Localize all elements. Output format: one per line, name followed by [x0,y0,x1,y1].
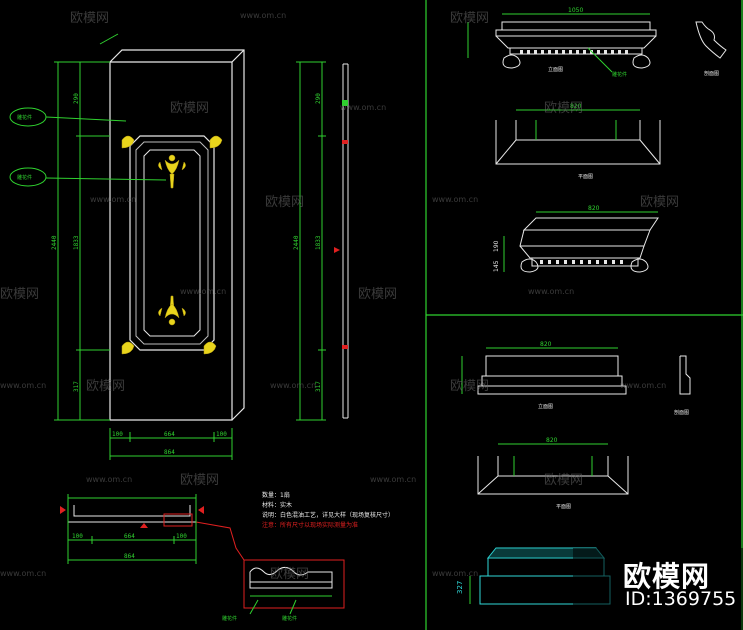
dim-inner: 664 [164,431,175,438]
dim-side-l: 100 [112,431,123,438]
base-plan-label: 平面图 [556,504,571,510]
badge-brand: 欧模网 [623,560,711,593]
base-plan-dim: 820 [546,437,558,444]
cornice-elev-label: 立面图 [548,66,563,73]
id-badge-bg [573,548,743,630]
wm-url-4: www.om.cn [432,195,478,204]
plan-dim-total: 864 [124,553,135,560]
base-elevation [477,355,627,395]
cornice-plan-dim: 820 [570,103,582,110]
watermarks: 欧模网 欧模网 欧模网 欧模网 欧模网 欧模网 欧模网 欧模网 欧模网 欧模网 … [0,11,679,582]
note-line-1: 数量：1扇 [262,491,290,499]
dim-width: 864 [164,449,175,456]
wm-url-1: www.om.cn [240,11,286,20]
note-warning: 注意：所有尺寸以现场实际测量为准 [262,521,358,529]
cornice-panel: 1050 立面图 雕花件 剖面图 820 平面图 [467,7,727,273]
cornice-3d-dentils [540,260,623,264]
wm-url-9: www.om.cn [620,381,666,390]
note-line-2: 材料：实木 [262,501,292,509]
wm-url-2: www.om.cn [340,103,386,112]
callout-1 [9,107,127,127]
dim-top-right: 290 [315,93,322,104]
wm-brand-3: 欧模网 [170,101,209,116]
plan-dim-side-l: 100 [72,533,83,540]
wm-brand-7: 欧模网 [0,287,39,302]
cornice-section-label: 剖面图 [704,70,719,77]
dim-bottom-right: 317 [315,381,322,392]
corner-ornaments [121,135,223,355]
cornice-3d-dim-h1: 190 [493,240,500,252]
ornament-bottom [158,295,186,326]
wm-brand-10: 欧模网 [450,379,489,394]
ornament-top [158,154,186,189]
wm-url-8: www.om.cn [270,381,316,390]
raised-panel-mid [135,141,209,345]
molding-detail [249,566,333,589]
plan-section: 664 864 100 100 雕花件 雕花件 数量：1扇 材料：实木 说明：白… [60,491,394,622]
callout-2 [9,167,167,187]
wm-url-13: www.om.cn [432,569,478,578]
wm-brand-6: 欧模网 [640,195,679,210]
wm-url-5: www.om.cn [180,287,226,296]
dim-height-left: 2440 [51,235,58,250]
dim-panel-right: 1833 [315,235,322,250]
cornice-tag: 雕花件 [612,71,627,78]
base-plan [477,456,629,495]
raised-panel-inner [143,149,201,337]
wm-brand-12: 欧模网 [544,473,583,488]
base-profile [679,355,691,395]
cornice-dentils [520,50,628,54]
cornice-elevation [495,21,657,69]
wm-url-7: www.om.cn [0,381,46,390]
wm-url-6: www.om.cn [528,287,574,296]
door-side-section [342,63,349,419]
cornice-plan [495,120,661,165]
badge-id: ID:1369755 [625,588,737,610]
dim-bottom-left: 317 [73,381,80,392]
dim-top-left: 290 [73,93,80,104]
detail-tag-1: 雕花件 [222,615,237,622]
cornice-plan-label: 平面图 [578,174,593,180]
wm-brand-1: 欧模网 [70,11,109,26]
wm-url-12: www.om.cn [0,569,46,578]
panel-borders [425,0,743,630]
cornice-profile [695,21,727,59]
cornice-dim-top: 1050 [568,7,583,14]
wm-brand-2: 欧模网 [450,11,489,26]
dim-side-r: 100 [216,431,227,438]
wm-brand-13: 欧模网 [270,567,309,582]
plan-dim-side-r: 100 [176,533,187,540]
base-elev-label: 立面图 [538,403,553,410]
wm-url-11: www.om.cn [370,475,416,484]
wm-brand-4: 欧模网 [544,101,583,116]
note-line-3: 说明：白色混油工艺，详见大样（现场复核尺寸） [262,511,394,519]
wm-brand-5: 欧模网 [265,195,304,210]
wm-brand-11: 欧模网 [180,473,219,488]
plan-dim-inner: 664 [124,533,135,540]
callout-1-text: 雕花件 [17,114,32,121]
watermark-urls: www.om.cn www.om.cn www.om.cn www.om.cn … [0,11,666,578]
base-3d-dim: 327 [456,581,464,594]
base-section-label: 剖面图 [674,409,689,416]
wm-url-3: www.om.cn [90,195,136,204]
base-dim-top: 820 [540,341,552,348]
wm-url-10: www.om.cn [86,475,132,484]
cornice-3d [519,217,659,273]
dim-panel-left: 1833 [73,235,80,250]
wm-brand-9: 欧模网 [86,379,125,394]
cornice-3d-dim: 820 [588,205,600,212]
cornice-3d-dim-h2: 145 [493,260,500,272]
callout-2-text: 雕花件 [17,174,32,181]
door-elevation: 2440 1833 290 317 2440 1833 290 317 664 … [9,33,349,460]
wm-brand-8: 欧模网 [358,287,397,302]
detail-tag-2: 雕花件 [282,615,297,622]
dim-height-right: 2440 [293,235,300,250]
